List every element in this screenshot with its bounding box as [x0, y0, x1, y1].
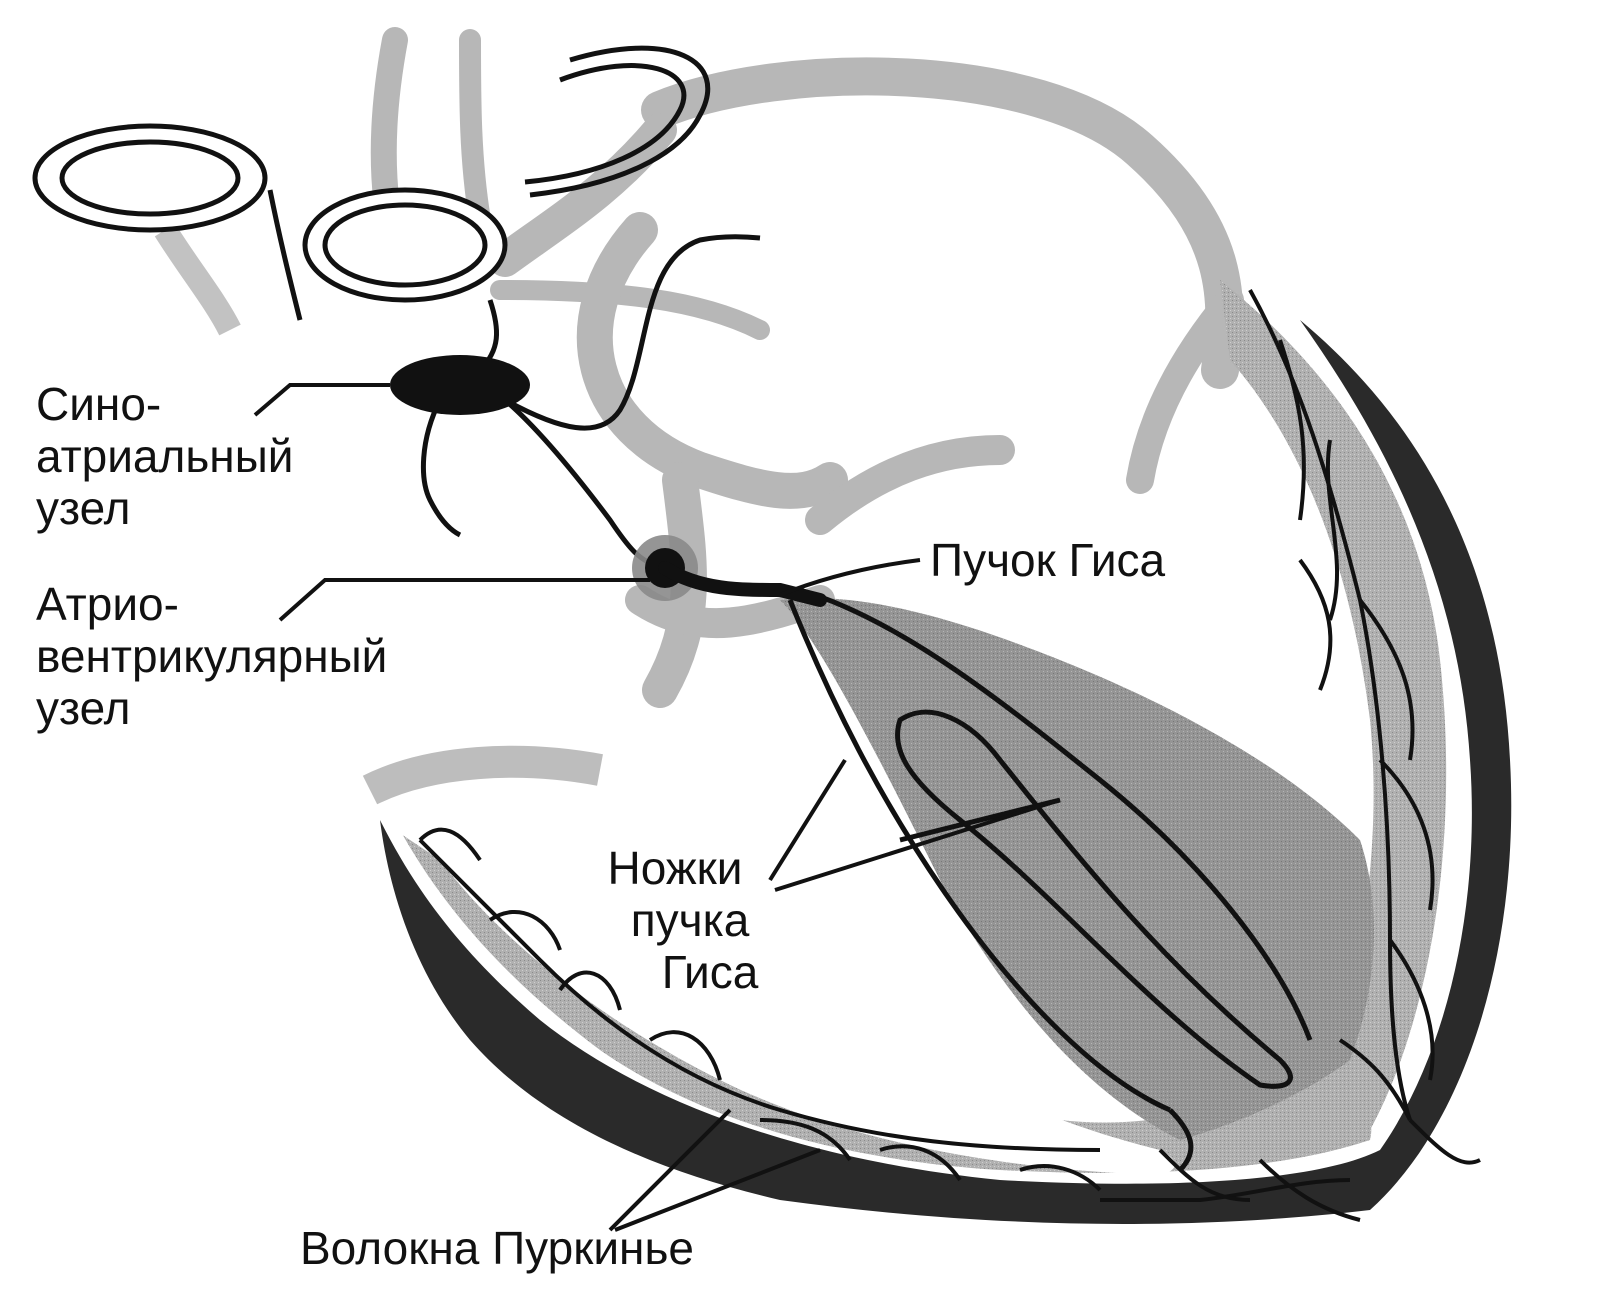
- right-ventricle-rim: [362, 745, 603, 805]
- bundle-his-leader: [779, 558, 921, 597]
- bundle-branches-line-2: пучка: [630, 894, 750, 946]
- pulmonary-arc: [524, 45, 711, 198]
- bundle-branches-lines: [787, 587, 1313, 1172]
- aortic-ring: [302, 187, 508, 303]
- ventricle-outer-wall: [380, 320, 1512, 1224]
- label-bundle-branches: Ножки пучка Гиса: [580, 842, 770, 998]
- bundle-branches-line-1: Ножки: [607, 842, 743, 894]
- av-node-leader: [278, 578, 650, 622]
- sa-node-leader: [253, 383, 390, 417]
- purkinje-fibers-bottom: [418, 827, 1361, 1222]
- sa-node-line-2: атриальный: [36, 430, 294, 482]
- label-av-node: Атрио- вентрикулярный узел: [36, 578, 387, 734]
- bundle-of-his: [658, 561, 827, 607]
- right-ventricle-cavity: [380, 740, 1175, 1175]
- interventricular-septum: [780, 598, 1374, 1140]
- label-bundle-his: Пучок Гиса: [930, 534, 1166, 586]
- label-purkinje: Волокна Пуркинье: [300, 1222, 694, 1274]
- purkinje-fibers-left: [1248, 289, 1481, 1165]
- vena-cava: [32, 123, 303, 336]
- label-sa-node: Сино- атриальный узел: [36, 378, 293, 534]
- av-node-group: [278, 535, 921, 622]
- sa-node-line-3: узел: [36, 482, 131, 534]
- av-node-line-2: вентрикулярный: [36, 630, 388, 682]
- av-node-line-3: узел: [36, 682, 131, 734]
- sa-node: [390, 355, 530, 415]
- sa-node-line-1: Сино-: [36, 378, 162, 430]
- annotation-leaders: [608, 758, 1061, 1232]
- left-ventricle-myocardium: [1100, 280, 1447, 1154]
- av-node-line-1: Атрио-: [36, 578, 179, 630]
- bundle-branches-line-3: Гиса: [661, 946, 759, 998]
